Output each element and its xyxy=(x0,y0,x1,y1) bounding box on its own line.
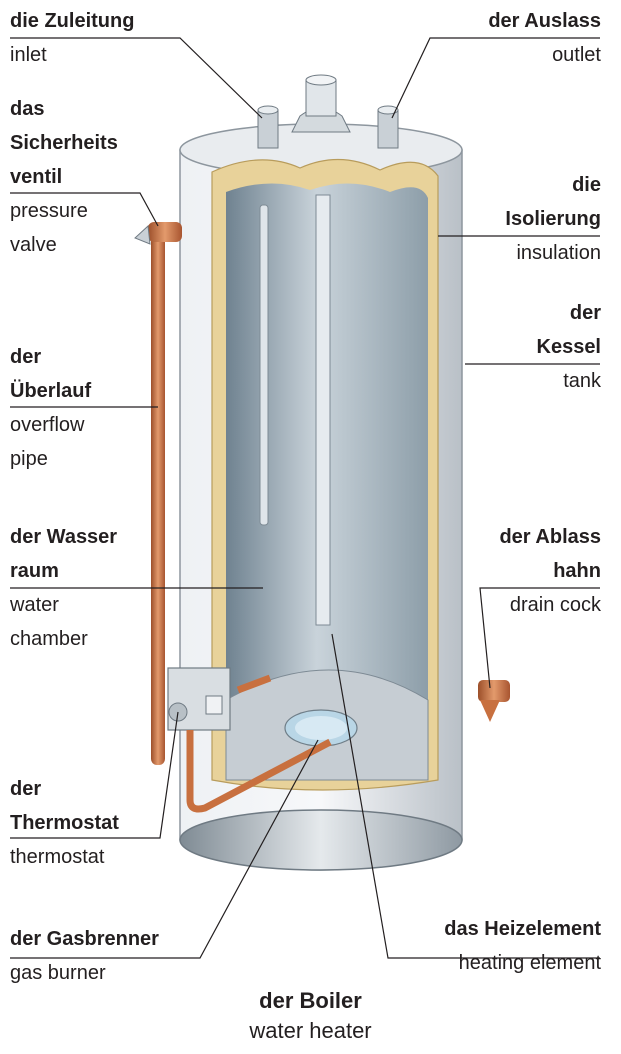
label-outlet-en: outlet xyxy=(488,38,601,72)
label-outlet-de: der Auslass xyxy=(488,4,601,38)
label-overflow-pipe-en-1: overflow xyxy=(10,408,91,442)
label-insulation-de-2: Isolierung xyxy=(505,202,601,236)
label-overflow-pipe-de-1: der xyxy=(10,340,91,374)
label-tank-de-2: Kessel xyxy=(537,330,602,364)
label-heating-element-en: heating element xyxy=(444,946,601,980)
label-drain-cock-en: drain cock xyxy=(499,588,601,622)
label-pressure-valve: das Sicherheits ventil pressure valve xyxy=(10,92,118,262)
label-inlet-de: die Zuleitung xyxy=(10,4,134,38)
label-water-chamber-en-2: chamber xyxy=(10,622,117,656)
label-insulation-de-1: die xyxy=(505,168,601,202)
label-gas-burner-en: gas burner xyxy=(10,956,159,990)
label-drain-cock: der Ablass hahn drain cock xyxy=(499,520,601,622)
heating-element-rod xyxy=(316,195,330,625)
label-thermostat-de-2: Thermostat xyxy=(10,806,119,840)
label-tank-en: tank xyxy=(537,364,602,398)
label-water-chamber-de-2: raum xyxy=(10,554,117,588)
label-insulation-en: insulation xyxy=(505,236,601,270)
caption-en: water heater xyxy=(0,1016,621,1046)
label-pressure-valve-de-1: das xyxy=(10,92,118,126)
caption-de: der Boiler xyxy=(0,986,621,1016)
label-pressure-valve-de-2: Sicherheits xyxy=(10,126,118,160)
dip-tube xyxy=(260,205,268,525)
label-thermostat-en: thermostat xyxy=(10,840,119,874)
label-water-chamber-de-1: der Wasser xyxy=(10,520,117,554)
figure-caption: der Boiler water heater xyxy=(0,986,621,1046)
label-thermostat: der Thermostat thermostat xyxy=(10,772,119,874)
label-insulation: die Isolierung insulation xyxy=(505,168,601,270)
label-overflow-pipe-de-2: Überlauf xyxy=(10,374,91,408)
drain-cock xyxy=(478,680,510,722)
label-water-chamber: der Wasser raum water chamber xyxy=(10,520,117,656)
label-water-chamber-en-1: water xyxy=(10,588,117,622)
label-inlet: die Zuleitung inlet xyxy=(10,4,134,72)
label-drain-cock-de-2: hahn xyxy=(499,554,601,588)
label-pressure-valve-en-1: pressure xyxy=(10,194,118,228)
label-pressure-valve-de-3: ventil xyxy=(10,160,118,194)
label-tank-de-1: der xyxy=(537,296,602,330)
label-inlet-en: inlet xyxy=(10,38,134,72)
label-tank: der Kessel tank xyxy=(537,296,602,398)
label-overflow-pipe-en-2: pipe xyxy=(10,442,91,476)
label-gas-burner: der Gasbrenner gas burner xyxy=(10,922,159,990)
label-heating-element-de: das Heizelement xyxy=(444,912,601,946)
label-outlet: der Auslass outlet xyxy=(488,4,601,72)
label-thermostat-de-1: der xyxy=(10,772,119,806)
label-drain-cock-de-1: der Ablass xyxy=(499,520,601,554)
label-overflow-pipe: der Überlauf overflow pipe xyxy=(10,340,91,476)
label-heating-element: das Heizelement heating element xyxy=(444,912,601,980)
label-gas-burner-de: der Gasbrenner xyxy=(10,922,159,956)
label-pressure-valve-en-2: valve xyxy=(10,228,118,262)
